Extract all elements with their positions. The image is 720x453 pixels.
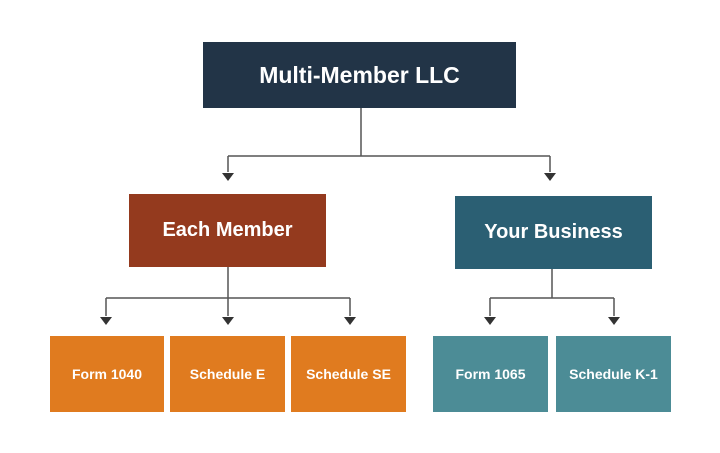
member-connector — [105, 267, 351, 316]
branch-node-label: Each Member — [162, 219, 293, 241]
branch-node-label: Your Business — [484, 221, 623, 243]
form-node-schedule-k1: Schedule K-1 — [556, 336, 671, 412]
branch-node-your-business: Your Business — [455, 196, 652, 269]
form-node-label: Form 1065 — [455, 366, 526, 382]
form-node-label: Schedule SE — [306, 366, 391, 382]
arrowhead-form-1065 — [484, 317, 496, 325]
form-node-schedule-e: Schedule E — [170, 336, 285, 412]
branch-node-each-member: Each Member — [129, 194, 326, 267]
arrowhead-schedule-k1 — [608, 317, 620, 325]
arrowhead-your-business — [544, 173, 556, 181]
arrowhead-form-1040 — [100, 317, 112, 325]
form-node-form-1065: Form 1065 — [433, 336, 548, 412]
arrowhead-schedule-e — [222, 317, 234, 325]
form-node-label: Schedule K-1 — [569, 366, 658, 382]
arrowhead-schedule-se — [344, 317, 356, 325]
arrowhead-each-member — [222, 173, 234, 181]
form-node-form-1040: Form 1040 — [50, 336, 164, 412]
form-node-label: Schedule E — [189, 366, 266, 382]
business-connector — [489, 269, 615, 316]
root-node-label: Multi-Member LLC — [259, 61, 460, 88]
root-connector — [227, 108, 551, 172]
root-node-multi-member-llc: Multi-Member LLC — [203, 42, 516, 108]
form-node-label: Form 1040 — [71, 366, 143, 382]
form-node-schedule-se: Schedule SE — [291, 336, 406, 412]
